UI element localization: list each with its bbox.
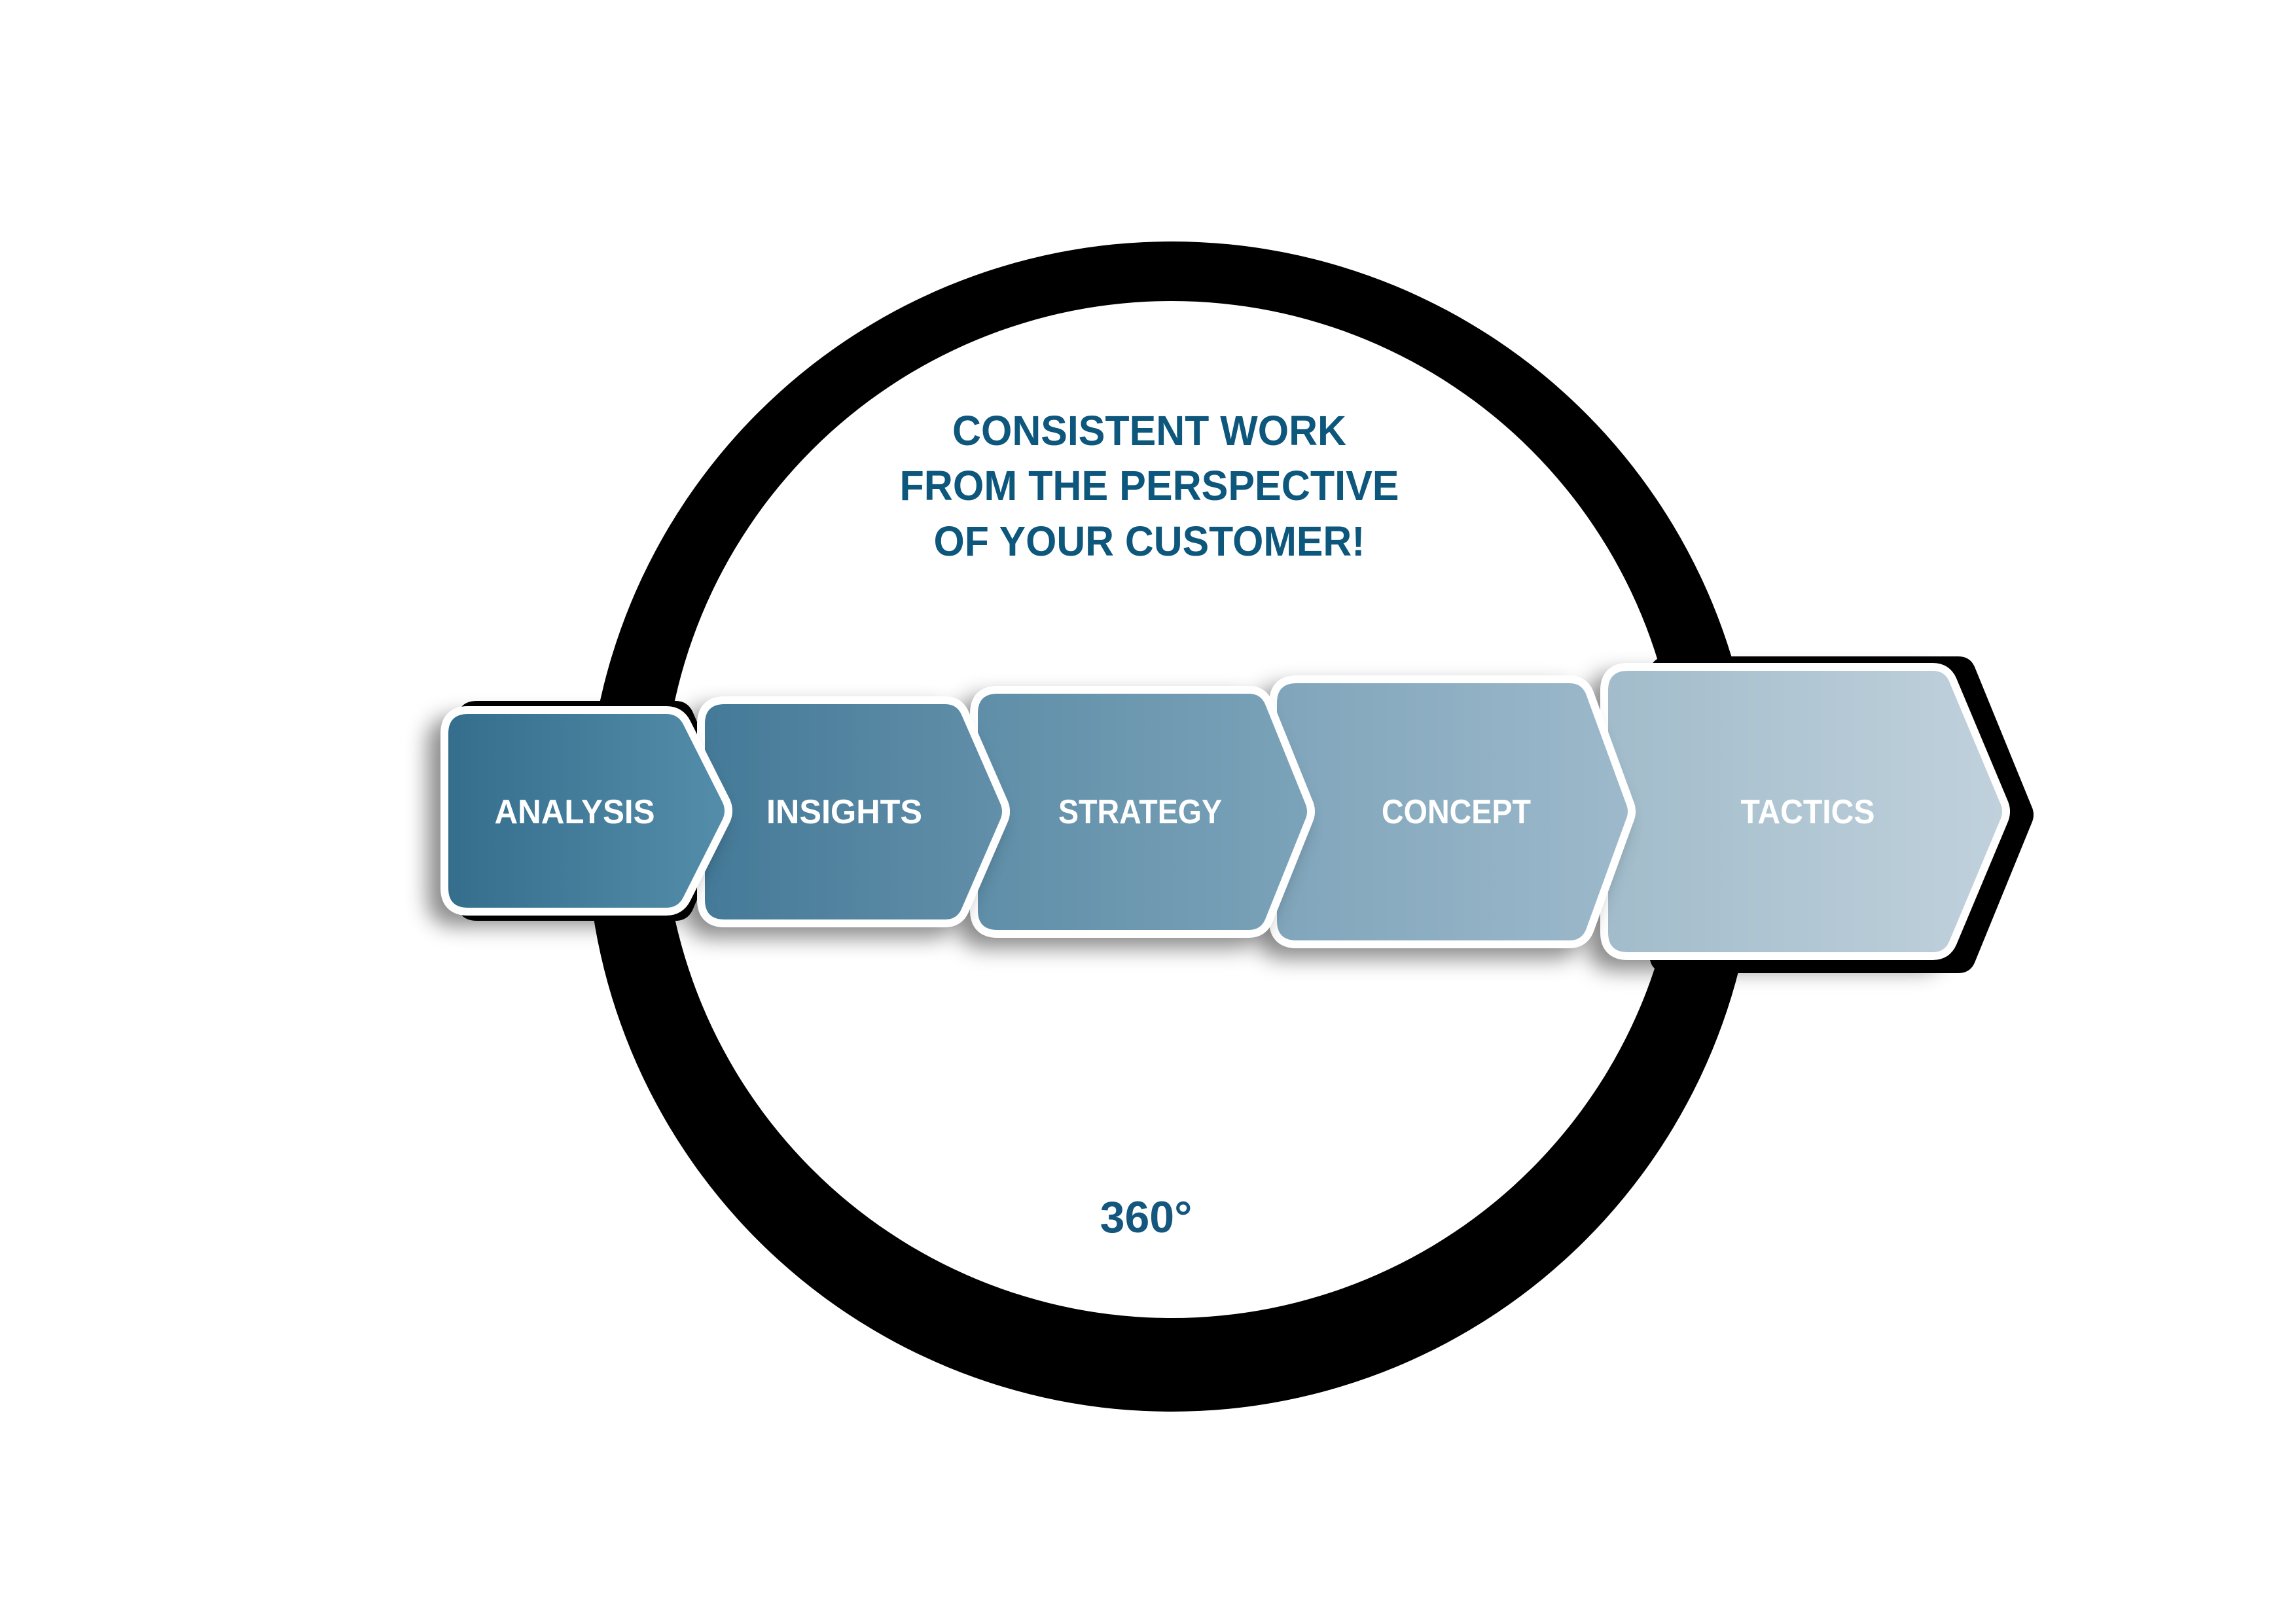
title-line-1: CONSISTENT WORK <box>952 407 1346 454</box>
step-arrow-concept <box>1269 675 1636 948</box>
step-arrow-tactics <box>1600 663 2010 960</box>
step-arrow-strategy <box>970 686 1315 938</box>
title-line-2: FROM THE PERSPECTIVE <box>900 462 1399 509</box>
step-arrow-analysis <box>440 706 732 916</box>
step-label-insights: INSIGHTS <box>766 793 922 831</box>
degrees-360-label: 360° <box>1100 1192 1193 1242</box>
step-label-concept: CONCEPT <box>1382 793 1531 831</box>
step-label-strategy: STRATEGY <box>1058 793 1222 831</box>
step-label-tactics: TACTICS <box>1741 793 1875 831</box>
step-label-analysis: ANALYSIS <box>495 793 655 831</box>
step-arrow-insights <box>697 696 1010 927</box>
title-line-3: OF YOUR CUSTOMER! <box>934 518 1365 565</box>
